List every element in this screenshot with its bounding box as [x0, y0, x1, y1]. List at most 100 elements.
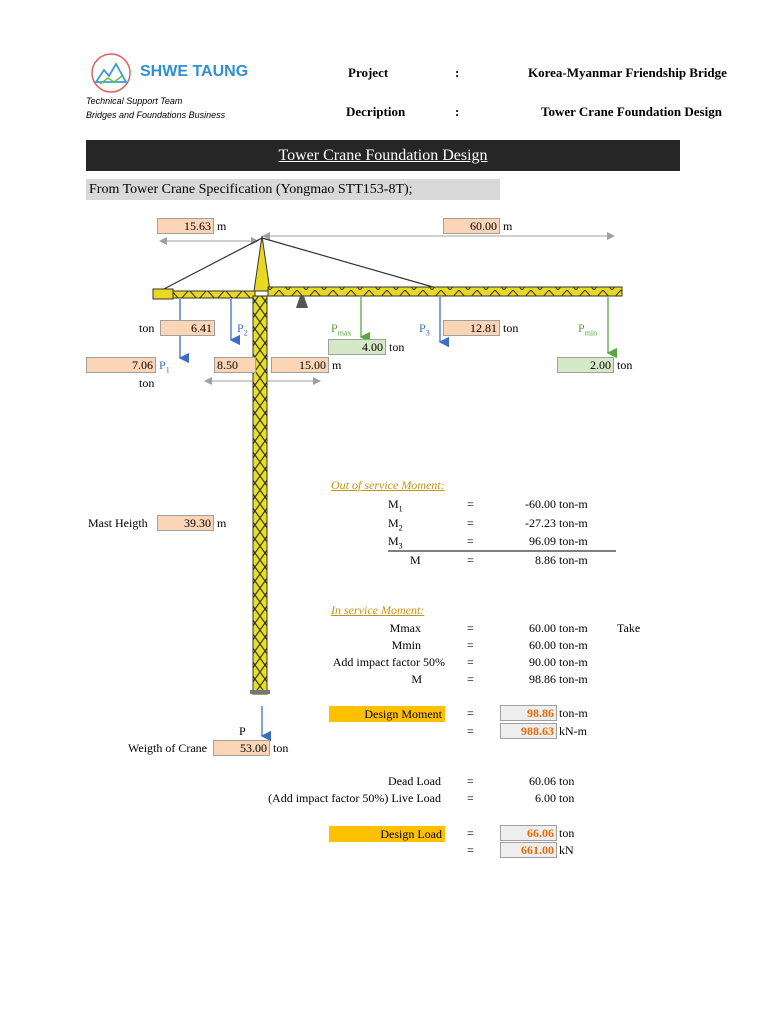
design-moment-eq-2: =: [467, 724, 474, 738]
p3-label: P3: [419, 321, 430, 340]
team-name: Technical Support Team: [86, 96, 183, 106]
is-row-2-eq: =: [467, 638, 474, 652]
oos-row-2-label: M2: [388, 516, 403, 533]
project-value: Korea-Myanmar Friendship Bridge: [528, 65, 727, 80]
oos-total-unit: ton-m: [559, 553, 588, 567]
out-of-service-title: Out of service Moment:: [331, 478, 445, 492]
live-load-value: 6.00: [535, 791, 556, 805]
is-row-2-label: Mmin: [391, 638, 421, 652]
project-sep: :: [455, 65, 460, 80]
is-row-3-unit: ton-m: [559, 655, 588, 669]
p2-label: P2: [237, 321, 248, 340]
design-moment-value-1[interactable]: 98.86: [500, 705, 557, 721]
oos-total-eq: =: [467, 553, 474, 567]
p1-unit: ton: [139, 376, 155, 390]
oos-row-2-unit: ton-m: [559, 516, 588, 530]
counter-jib: [152, 288, 256, 300]
oos-row-2-eq: =: [467, 516, 474, 530]
p1-letter: P: [159, 358, 166, 372]
p3-letter: P: [419, 321, 426, 335]
oos-row-3-label: M3: [388, 534, 403, 551]
oos-row-3-unit: ton-m: [559, 534, 588, 548]
pmin-unit: ton: [617, 358, 633, 372]
p2-sub: 2: [243, 328, 248, 338]
mountain-logo-icon: [91, 53, 131, 93]
p2-value-box[interactable]: 6.41: [160, 320, 215, 336]
in-service-title: In service Moment:: [331, 603, 425, 617]
p3-sub: 3: [425, 328, 430, 338]
is-row-4-value: 98.86: [529, 672, 556, 686]
live-load-label: (Add impact factor 50%) Live Load: [268, 791, 441, 805]
oos-row-1-unit: ton-m: [559, 497, 588, 511]
jib: [267, 286, 623, 308]
design-moment-unit-1: ton-m: [559, 706, 588, 720]
design-load-value-2[interactable]: 661.00: [500, 842, 557, 858]
p2-letter: P: [237, 321, 244, 335]
dist2-box[interactable]: 15.00: [271, 357, 329, 373]
live-load-unit: ton: [559, 791, 575, 805]
oos-row-1-eq: =: [467, 497, 474, 511]
mast-label: Mast Heigth: [88, 516, 148, 530]
jib-length-box[interactable]: 60.00: [443, 218, 500, 234]
design-moment-value-2[interactable]: 988.63: [500, 723, 557, 739]
mast: [250, 295, 270, 695]
description-sep: :: [455, 104, 460, 119]
is-row-3-label: Add impact factor 50%: [332, 655, 445, 669]
pmax-label: Pmax: [331, 321, 351, 340]
dist1-box[interactable]: 8.50: [214, 357, 256, 373]
mast-value-box[interactable]: 39.30: [157, 515, 214, 531]
design-moment-label: Design Moment: [329, 706, 445, 722]
p3-value-box[interactable]: 12.81: [443, 320, 500, 336]
pmin-label: Pmin: [578, 321, 597, 340]
is-row-1-note: Take: [617, 621, 641, 635]
design-load-unit-1: ton: [559, 826, 575, 840]
pmin-value-box[interactable]: 2.00: [557, 357, 614, 373]
counter-jib-length-box[interactable]: 15.63: [157, 218, 214, 234]
oos-row-3-value: 96.09: [529, 534, 556, 548]
is-row-4-eq: =: [467, 672, 474, 686]
logo-name: SHWE TAUNG: [140, 63, 249, 80]
description-label: Decription: [346, 104, 406, 119]
is-row-1-unit: ton-m: [559, 621, 588, 635]
crane-weight-box[interactable]: 53.00: [213, 740, 270, 756]
p1-sub: 1: [165, 365, 170, 375]
page-title: Tower Crane Foundation Design: [278, 147, 488, 164]
dist2-unit: m: [332, 358, 342, 372]
design-moment-unit-2: kN-m: [559, 724, 587, 738]
p2-unit-left: ton: [139, 321, 155, 335]
pmin-sub: min: [584, 328, 598, 338]
design-load-value-1[interactable]: 66.06: [500, 825, 557, 841]
pmin-letter: P: [578, 321, 585, 335]
live-load-eq: =: [467, 791, 474, 805]
is-row-1-eq: =: [467, 621, 474, 635]
oos-row-3-eq: =: [467, 534, 474, 548]
jib-unit: m: [503, 219, 513, 233]
is-row-2-unit: ton-m: [559, 638, 588, 652]
is-row-2-value: 60.00: [529, 638, 556, 652]
crane-weight-unit: ton: [273, 741, 289, 755]
project-label: Project: [348, 65, 389, 80]
description-value: Tower Crane Foundation Design: [541, 104, 722, 119]
spec-line: From Tower Crane Specification (Yongmao …: [86, 179, 500, 200]
is-row-1-value: 60.00: [529, 621, 556, 635]
is-row-3-value: 90.00: [529, 655, 556, 669]
dead-load-label: Dead Load: [388, 774, 441, 788]
dead-load-value: 60.06: [529, 774, 556, 788]
p3-unit: ton: [503, 321, 519, 335]
oos-total-label: M: [410, 553, 421, 567]
business-name: Bridges and Foundations Business: [86, 110, 226, 120]
counter-jib-unit: m: [217, 219, 227, 233]
is-row-4-label: M: [411, 672, 422, 686]
design-load-label: Design Load: [329, 826, 445, 842]
oos-row-2-value: -27.23: [525, 516, 556, 530]
design-load-eq-1: =: [467, 826, 474, 840]
pmax-value-box[interactable]: 4.00: [328, 339, 386, 355]
p1-value-box[interactable]: 7.06: [86, 357, 156, 373]
is-row-1-label: Mmax: [389, 621, 421, 635]
oos-row-1-label: M1: [388, 497, 403, 514]
logo: SHWE TAUNG: [90, 52, 270, 96]
is-row-3-eq: =: [467, 655, 474, 669]
p-label: P: [239, 724, 246, 738]
oos-row-1-value: -60.00: [525, 497, 556, 511]
dead-load-eq: =: [467, 774, 474, 788]
